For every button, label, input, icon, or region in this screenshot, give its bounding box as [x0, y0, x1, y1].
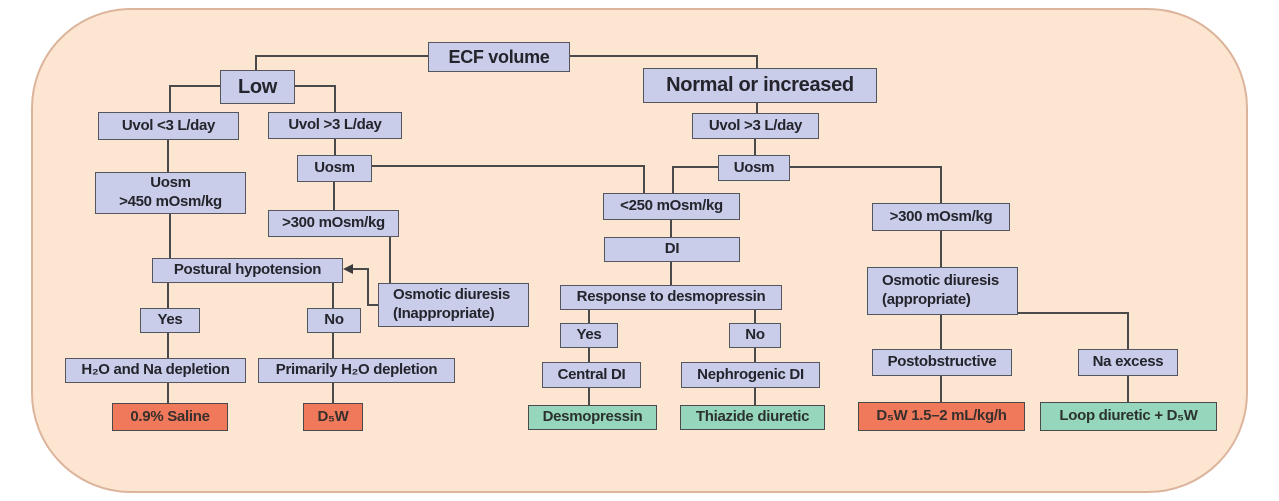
connector	[167, 282, 169, 309]
connector	[389, 236, 391, 284]
connector	[940, 375, 942, 403]
node-yes-left: Yes	[140, 308, 200, 333]
connector	[754, 138, 756, 156]
connector	[754, 387, 756, 406]
connector	[1127, 375, 1129, 403]
node-na-excess: Na excess	[1078, 349, 1178, 376]
node-low: Low	[220, 70, 295, 104]
connector	[790, 166, 942, 168]
connector	[754, 309, 756, 324]
left-arrowhead-icon	[343, 264, 353, 274]
node-uvol-lt3: Uvol <3 L/day	[98, 112, 239, 140]
connector	[1127, 312, 1129, 350]
node-no-left: No	[307, 308, 361, 333]
connector	[170, 85, 220, 87]
node-treatment-d5w: D₅W	[303, 403, 363, 431]
connector	[588, 387, 590, 406]
node-osmotic-diuresis-inappropriate: Osmotic diuresis (Inappropriate)	[378, 283, 529, 327]
connector	[332, 382, 334, 404]
connector	[255, 55, 257, 71]
connector	[756, 102, 758, 114]
node-treatment-loop-diuretic: Loop diuretic + D₅W	[1040, 402, 1217, 431]
connector	[940, 166, 942, 204]
node-uvol-gt3-left: Uvol >3 L/day	[268, 112, 402, 139]
connector	[588, 347, 590, 363]
node-osmotic-diuresis-appropriate: Osmotic diuresis (appropriate)	[867, 267, 1018, 315]
connector	[670, 219, 672, 238]
node-di: DI	[604, 237, 740, 262]
connector	[167, 332, 169, 359]
connector	[332, 282, 334, 309]
node-uosm-right: Uosm	[718, 155, 790, 181]
node-normal-or-increased: Normal or increased	[643, 68, 877, 103]
connector	[588, 309, 590, 324]
node-uosm-gt450: Uosm >450 mOsm/kg	[95, 172, 246, 214]
node-no-mid: No	[729, 323, 781, 348]
connector	[670, 261, 672, 286]
node-treatment-saline: 0.9% Saline	[112, 403, 228, 431]
node-h2o-and-na-depletion: H₂O and Na depletion	[65, 358, 246, 383]
node-postobstructive: Postobstructive	[872, 349, 1012, 376]
connector	[333, 181, 335, 211]
node-ecf-volume: ECF volume	[428, 42, 570, 72]
connector	[295, 85, 336, 87]
connector	[334, 138, 336, 156]
connector	[1017, 312, 1129, 314]
connector	[368, 304, 379, 306]
node-response-to-desmopressin: Response to desmopressin	[560, 285, 782, 310]
node-postural-hypotension: Postural hypotension	[152, 258, 343, 283]
node-yes-mid: Yes	[560, 323, 618, 348]
node-treatment-desmopressin: Desmopressin	[528, 405, 657, 430]
node-primarily-h2o-depletion: Primarily H₂O depletion	[258, 358, 455, 383]
node-treatment-thiazide-diuretic: Thiazide diuretic	[680, 405, 825, 430]
connector	[167, 382, 169, 404]
connector	[334, 85, 336, 113]
node-gt300-right: >300 mOsm/kg	[872, 203, 1010, 231]
node-uosm-left: Uosm	[297, 155, 372, 182]
connector	[643, 165, 645, 194]
node-uvol-gt3-right: Uvol >3 L/day	[692, 113, 819, 139]
node-nephrogenic-di: Nephrogenic DI	[681, 362, 820, 388]
connector	[169, 85, 171, 113]
connector	[332, 332, 334, 359]
connector	[756, 55, 758, 69]
connector	[167, 140, 169, 173]
node-lt250: <250 mOsm/kg	[603, 193, 740, 220]
connector	[673, 166, 718, 168]
connector	[754, 347, 756, 363]
connector	[169, 213, 171, 259]
connector	[367, 268, 369, 306]
connector	[256, 55, 428, 57]
connector	[570, 55, 757, 57]
node-gt300-left: >300 mOsm/kg	[268, 210, 399, 237]
node-central-di: Central DI	[542, 362, 641, 388]
connector	[672, 166, 674, 194]
connector	[352, 268, 368, 270]
connector	[372, 165, 645, 167]
connector	[940, 314, 942, 350]
node-treatment-d5w-rate: D₅W 1.5–2 mL/kg/h	[858, 402, 1025, 431]
connector	[940, 230, 942, 268]
